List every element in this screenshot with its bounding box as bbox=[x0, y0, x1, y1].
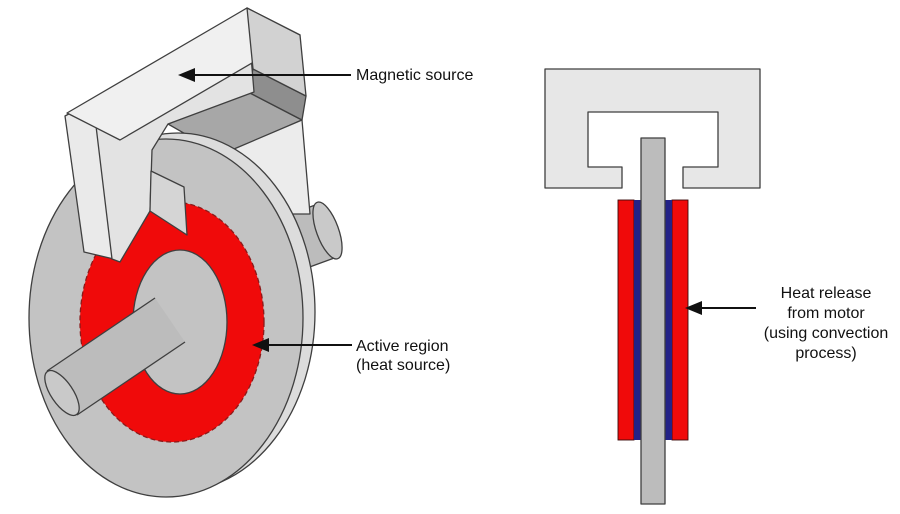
heat-release-label: Heat release from motor (using convectio… bbox=[752, 284, 900, 364]
right-cross-section-figure bbox=[544, 68, 761, 505]
heat-release-label-line2: from motor bbox=[787, 305, 865, 322]
heat-release-label-line4: process) bbox=[795, 345, 857, 362]
magnet-pole-lip-face bbox=[149, 170, 188, 236]
heat-release-label-line3: (using convection bbox=[763, 325, 889, 342]
front-shaft-body bbox=[47, 298, 185, 415]
front-shaft-top-edge bbox=[46, 297, 156, 372]
magnetic-source-core bbox=[64, 7, 307, 263]
shaft-cross-section bbox=[640, 137, 666, 505]
magnetic-source-label: Magnetic source bbox=[356, 67, 474, 84]
yoke-cross-section bbox=[544, 68, 761, 189]
front-shaft-cap bbox=[44, 369, 80, 417]
left-3d-figure bbox=[28, 7, 352, 498]
blue-layer-right bbox=[665, 200, 672, 440]
heat-strip-left bbox=[617, 199, 635, 441]
heat-release-label-line1: Heat release bbox=[780, 285, 872, 302]
active-region-label-line2: (heat source) bbox=[356, 357, 451, 374]
active-region-arrow-icon bbox=[252, 338, 352, 352]
magnetic-source-arrow-icon bbox=[178, 68, 351, 82]
active-region-label: Active region (heat source) bbox=[356, 337, 450, 375]
front-shaft bbox=[44, 297, 186, 417]
heat-release-arrow-icon bbox=[685, 301, 756, 315]
heat-strip-right bbox=[671, 199, 689, 441]
front-shaft-bottom-edge bbox=[76, 341, 186, 416]
active-region-label-line1: Active region bbox=[356, 338, 449, 355]
rear-stub-cap bbox=[312, 201, 343, 260]
blue-layer-left bbox=[634, 200, 641, 440]
